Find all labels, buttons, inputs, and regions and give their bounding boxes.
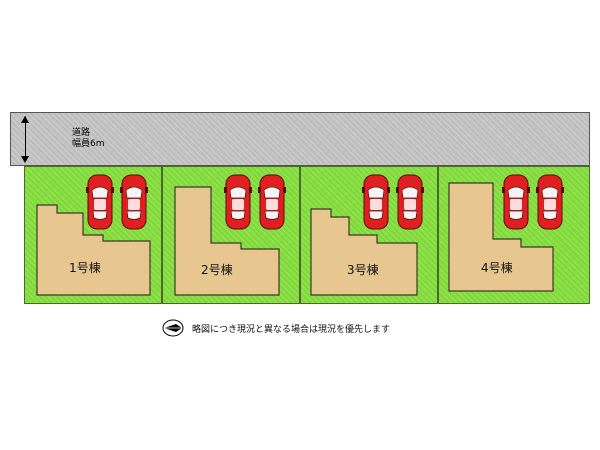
lot-4: 4号棟	[438, 166, 590, 304]
building-footprint-3	[310, 208, 418, 296]
lot-1: 1号棟	[24, 166, 162, 304]
dimension-arrow-top-icon	[21, 116, 29, 123]
disclaimer-note: 略図につき現況と異なる場合は現況を優先します	[162, 318, 390, 338]
road-width: 幅員6m	[72, 139, 105, 149]
dimension-arrow-bottom-icon	[21, 156, 29, 163]
lot-label-2: 2号棟	[201, 263, 233, 277]
lot-3: 3号棟	[300, 166, 438, 304]
disclaimer-text: 略図につき現況と異なる場合は現況を優先します	[192, 324, 391, 335]
lot-label-4: 4号棟	[481, 261, 513, 275]
car-icon	[396, 174, 424, 230]
building-footprint-2	[174, 186, 280, 296]
north-arrow-icon	[162, 319, 184, 337]
building-footprint-4	[448, 182, 554, 292]
road-name: 道路	[72, 128, 91, 138]
car-icon	[224, 174, 252, 230]
lot-2: 2号棟	[162, 166, 300, 304]
car-icon	[536, 174, 564, 230]
road	[10, 112, 590, 166]
lot-label-1: 1号棟	[69, 261, 101, 275]
car-icon	[258, 174, 286, 230]
car-icon	[362, 174, 390, 230]
car-icon	[120, 174, 148, 230]
car-icon	[86, 174, 114, 230]
road-width-dimension	[25, 116, 26, 162]
car-icon	[502, 174, 530, 230]
road-label: 道路 幅員6m	[72, 128, 105, 150]
building-footprint-1	[36, 204, 151, 296]
lot-label-3: 3号棟	[347, 263, 379, 277]
